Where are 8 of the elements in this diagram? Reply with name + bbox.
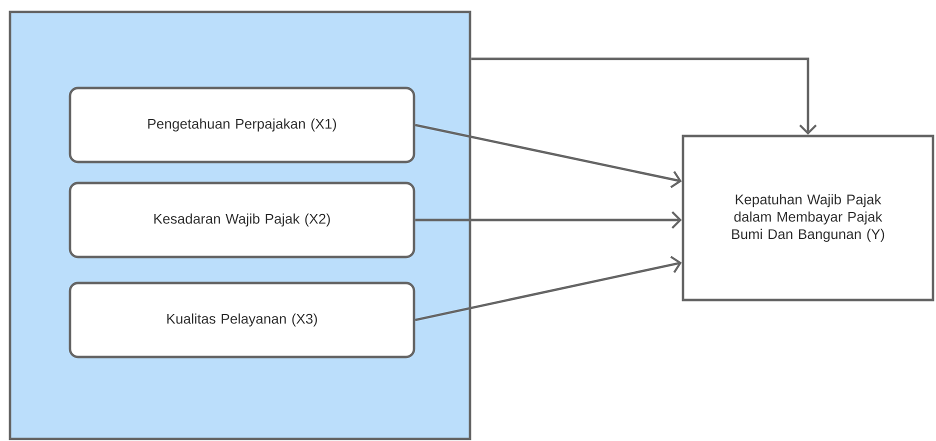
variable-box: Kualitas Pelayanan (X3) (68, 282, 416, 358)
outcome-box: Kepatuhan Wajib Pajak dalam Membayar Pajak Bumi Dan Bangunan (Y) (682, 134, 934, 302)
variable-box: Kesadaran Wajib Pajak (X2) (68, 182, 416, 258)
arrow (414, 256, 682, 322)
variable-box: Pengetahuan Perpajakan (X1) (68, 86, 416, 164)
arrow (415, 211, 682, 229)
arrow (471, 58, 817, 135)
arrow (414, 124, 682, 188)
